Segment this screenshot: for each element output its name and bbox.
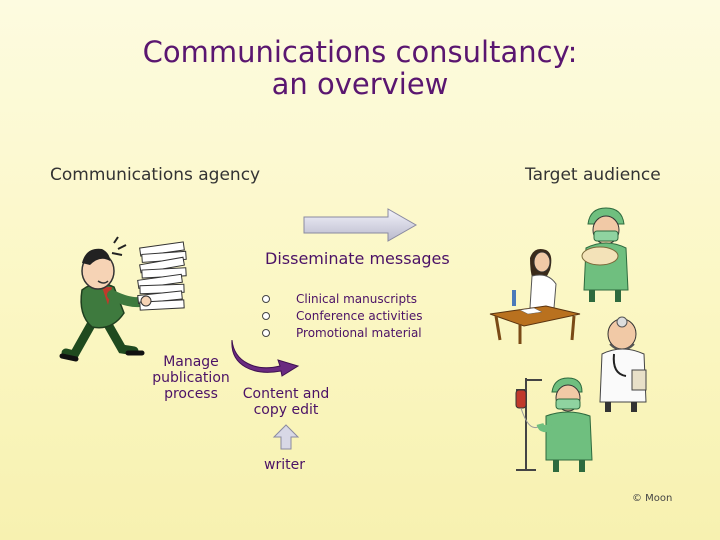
list-item: Promotional material	[260, 324, 423, 341]
audience-heading: Target audience	[525, 165, 661, 185]
nurse-at-desk-icon	[489, 249, 581, 344]
agency-heading: Communications agency	[50, 165, 261, 185]
copyright-text: © Moon	[632, 493, 673, 504]
manage-label: Manage publication process	[152, 354, 230, 402]
message-list: Clinical manuscripts Conference activiti…	[260, 290, 423, 341]
content-label: Content and copy edit	[242, 386, 330, 418]
list-item: Clinical manuscripts	[260, 290, 423, 307]
disseminate-label: Disseminate messages	[265, 249, 450, 268]
bullet-icon	[262, 311, 270, 320]
writer-label: writer	[264, 457, 305, 473]
title-line-2: an overview	[271, 67, 449, 101]
surgeon-with-baby-icon	[581, 207, 629, 302]
title-line-1: Communications consultancy:	[142, 35, 578, 69]
right-arrow-icon	[303, 208, 418, 242]
page-title: Communications consultancy: an overview	[0, 36, 720, 100]
businessman-carrying-papers-icon	[59, 236, 187, 362]
bullet-icon	[262, 328, 270, 337]
doctor-with-stethoscope-icon	[599, 316, 647, 412]
surgeon-with-iv-drip-icon	[515, 377, 593, 472]
curved-arrow-icon	[231, 339, 300, 377]
up-arrow-icon	[272, 424, 300, 450]
bullet-icon	[262, 294, 270, 303]
list-item: Conference activities	[260, 307, 423, 324]
